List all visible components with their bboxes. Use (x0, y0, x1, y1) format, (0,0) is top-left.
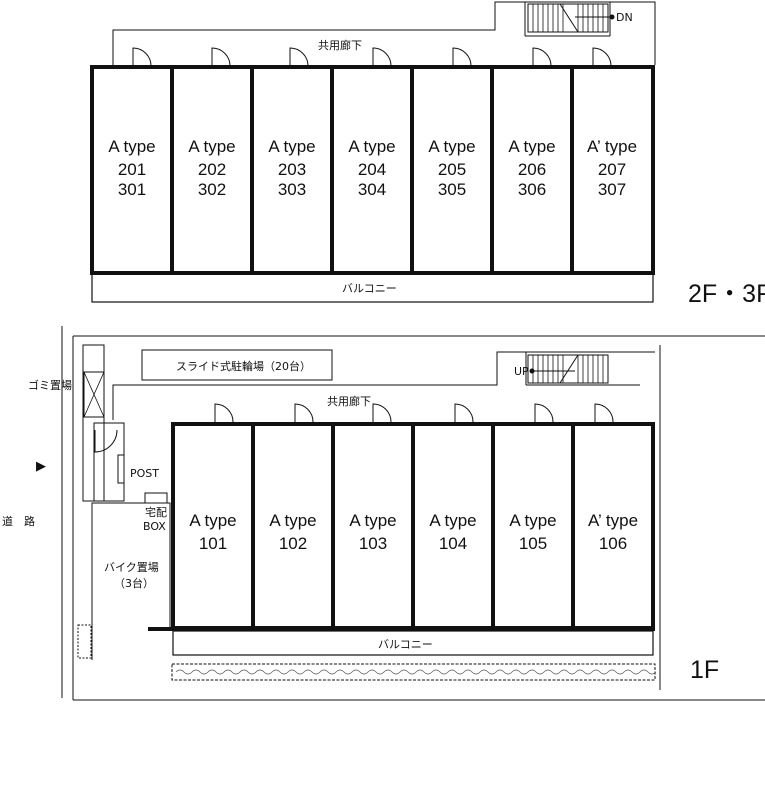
unit-number: 105 (519, 534, 547, 553)
unit-type: A’ type (588, 511, 638, 530)
ground-balcony-label: バルコニー (378, 638, 433, 651)
door-icon (294, 403, 314, 423)
trash-label: ゴミ置場 (28, 378, 72, 392)
unit-number: 106 (599, 534, 627, 553)
unit-number: 104 (439, 534, 467, 553)
unit-number: 303 (278, 180, 306, 199)
unit-number: 207 (598, 160, 626, 179)
ground-staircase: UP (514, 354, 609, 384)
unit-205[interactable]: A type 205 305 (428, 137, 475, 199)
unit-type: A type (508, 137, 555, 156)
unit-number: 103 (359, 534, 387, 553)
unit-101[interactable]: A type 101 (189, 511, 236, 553)
door-icon (132, 47, 152, 67)
unit-number: 201 (118, 160, 146, 179)
unit-number: 305 (438, 180, 466, 199)
unit-type: A type (428, 137, 475, 156)
trash-area: ゴミ置場 (28, 371, 105, 418)
bicycle-parking-label: スライド式駐輪場（20台） (176, 359, 311, 373)
unit-type: A type (189, 511, 236, 530)
door-icon (94, 429, 118, 453)
door-icon (372, 403, 392, 423)
door-icon (289, 47, 309, 67)
unit-type: A type (108, 137, 155, 156)
unit-103[interactable]: A type 103 (349, 511, 396, 553)
unit-number: 204 (358, 160, 386, 179)
upper-corridor-label: 共用廊下 (318, 38, 362, 52)
unit-number: 307 (598, 180, 626, 199)
delivery-box-label-1: 宅配 (145, 505, 167, 519)
unit-number: 302 (198, 180, 226, 199)
unit-number: 206 (518, 160, 546, 179)
unit-number: 101 (199, 534, 227, 553)
unit-102[interactable]: A type 102 (269, 511, 316, 553)
unit-type: A type (509, 511, 556, 530)
bike-parking-label-1: バイク置場 (104, 561, 159, 574)
post-label: POST (130, 467, 159, 480)
door-icon (214, 403, 234, 423)
unit-number: 306 (518, 180, 546, 199)
ground-balcony (172, 630, 654, 656)
unit-203[interactable]: A type 203 303 (268, 137, 315, 199)
upper-floor-plan: DN 共用廊下 A type 201 301 (90, 1, 765, 308)
upper-corridor-outline (112, 1, 656, 65)
unit-206[interactable]: A type 206 306 (508, 137, 555, 199)
unit-104[interactable]: A type 104 (429, 511, 476, 553)
unit-number: 304 (358, 180, 386, 199)
bicycle-parking-area (141, 349, 333, 381)
door-icon (532, 47, 552, 67)
delivery-box-icon (144, 492, 168, 504)
unit-number: 205 (438, 160, 466, 179)
unit-204[interactable]: A type 204 304 (348, 137, 395, 199)
unit-106[interactable]: A’ type 106 (588, 511, 638, 553)
unit-type: A type (188, 137, 235, 156)
planter (77, 624, 92, 659)
ground-stair-label: UP (514, 365, 529, 378)
entrance-hall: POST (93, 422, 159, 502)
door-icon (372, 47, 392, 67)
upper-balcony (91, 272, 654, 303)
unit-number: 203 (278, 160, 306, 179)
ground-floor-label: 1F (690, 656, 719, 684)
door-icon (534, 403, 554, 423)
upper-stair-label: DN (616, 11, 633, 24)
ground-corridor-outline (112, 351, 655, 420)
unit-type: A type (269, 511, 316, 530)
unit-type: A’ type (587, 137, 637, 156)
ground-corridor-label: 共用廊下 (327, 394, 371, 408)
unit-type: A type (268, 137, 315, 156)
door-icon (452, 47, 472, 67)
door-icon (454, 403, 474, 423)
hedge-strip (171, 663, 656, 681)
unit-105[interactable]: A type 105 (509, 511, 556, 553)
unit-number: 202 (198, 160, 226, 179)
door-icon (594, 403, 614, 423)
unit-201[interactable]: A type 201 301 (108, 137, 155, 199)
upper-staircase: DN (527, 3, 633, 33)
unit-number: 301 (118, 180, 146, 199)
ground-floor-plan: ゴミ置場 POST ▶ 道 路 宅配 BOX バイク置場 （3台） スライド式駐… (2, 326, 765, 701)
door-icon (211, 47, 231, 67)
unit-207[interactable]: A’ type 207 307 (587, 137, 637, 199)
bike-parking-label-2: （3台） (114, 576, 154, 590)
bike-parking-area (91, 502, 171, 660)
delivery-box-label-2: BOX (143, 520, 166, 533)
unit-202[interactable]: A type 202 302 (188, 137, 235, 199)
ground-doors (214, 403, 614, 423)
unit-type: A type (349, 511, 396, 530)
road-label: 道 路 (2, 514, 35, 528)
entrance-arrow-icon: ▶ (36, 459, 46, 474)
mailbox (117, 454, 125, 484)
unit-type: A type (429, 511, 476, 530)
upper-floor-label: 2F・3F (688, 280, 765, 308)
door-icon (592, 47, 612, 67)
unit-type: A type (348, 137, 395, 156)
unit-number: 102 (279, 534, 307, 553)
upper-doors (132, 47, 612, 67)
upper-balcony-label: バルコニー (342, 282, 397, 295)
